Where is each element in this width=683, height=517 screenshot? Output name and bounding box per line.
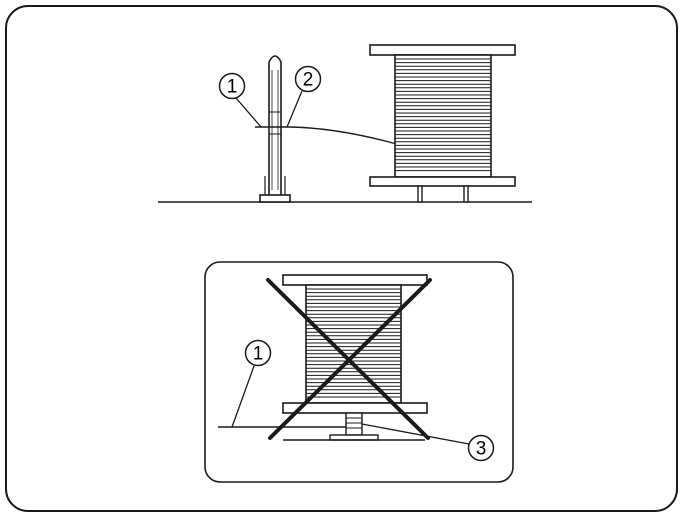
correct-setup-figure: 1 2 — [158, 44, 532, 203]
callout-1-bottom-label: 1 — [253, 344, 264, 365]
thread-spool-incorrect — [282, 274, 428, 414]
incorrect-x-mark — [266, 278, 432, 440]
incorrect-panel-frame — [204, 261, 514, 483]
callout-1-top: 1 — [218, 72, 262, 128]
callout-3-bottom: 3 — [361, 423, 495, 462]
spool-pin — [259, 55, 291, 203]
callout-1-top-label: 1 — [227, 77, 238, 98]
callout-2-top-label: 2 — [303, 70, 314, 91]
spool-pin-stub — [329, 412, 379, 441]
incorrect-setup-figure: 1 3 — [204, 261, 514, 483]
thread-line-correct — [255, 126, 401, 146]
callout-2-top: 2 — [286, 65, 322, 128]
outer-frame — [5, 5, 678, 512]
callout-3-bottom-label: 3 — [476, 439, 487, 460]
callout-1-bottom: 1 — [231, 339, 272, 428]
thread-spool-correct — [369, 44, 516, 203]
